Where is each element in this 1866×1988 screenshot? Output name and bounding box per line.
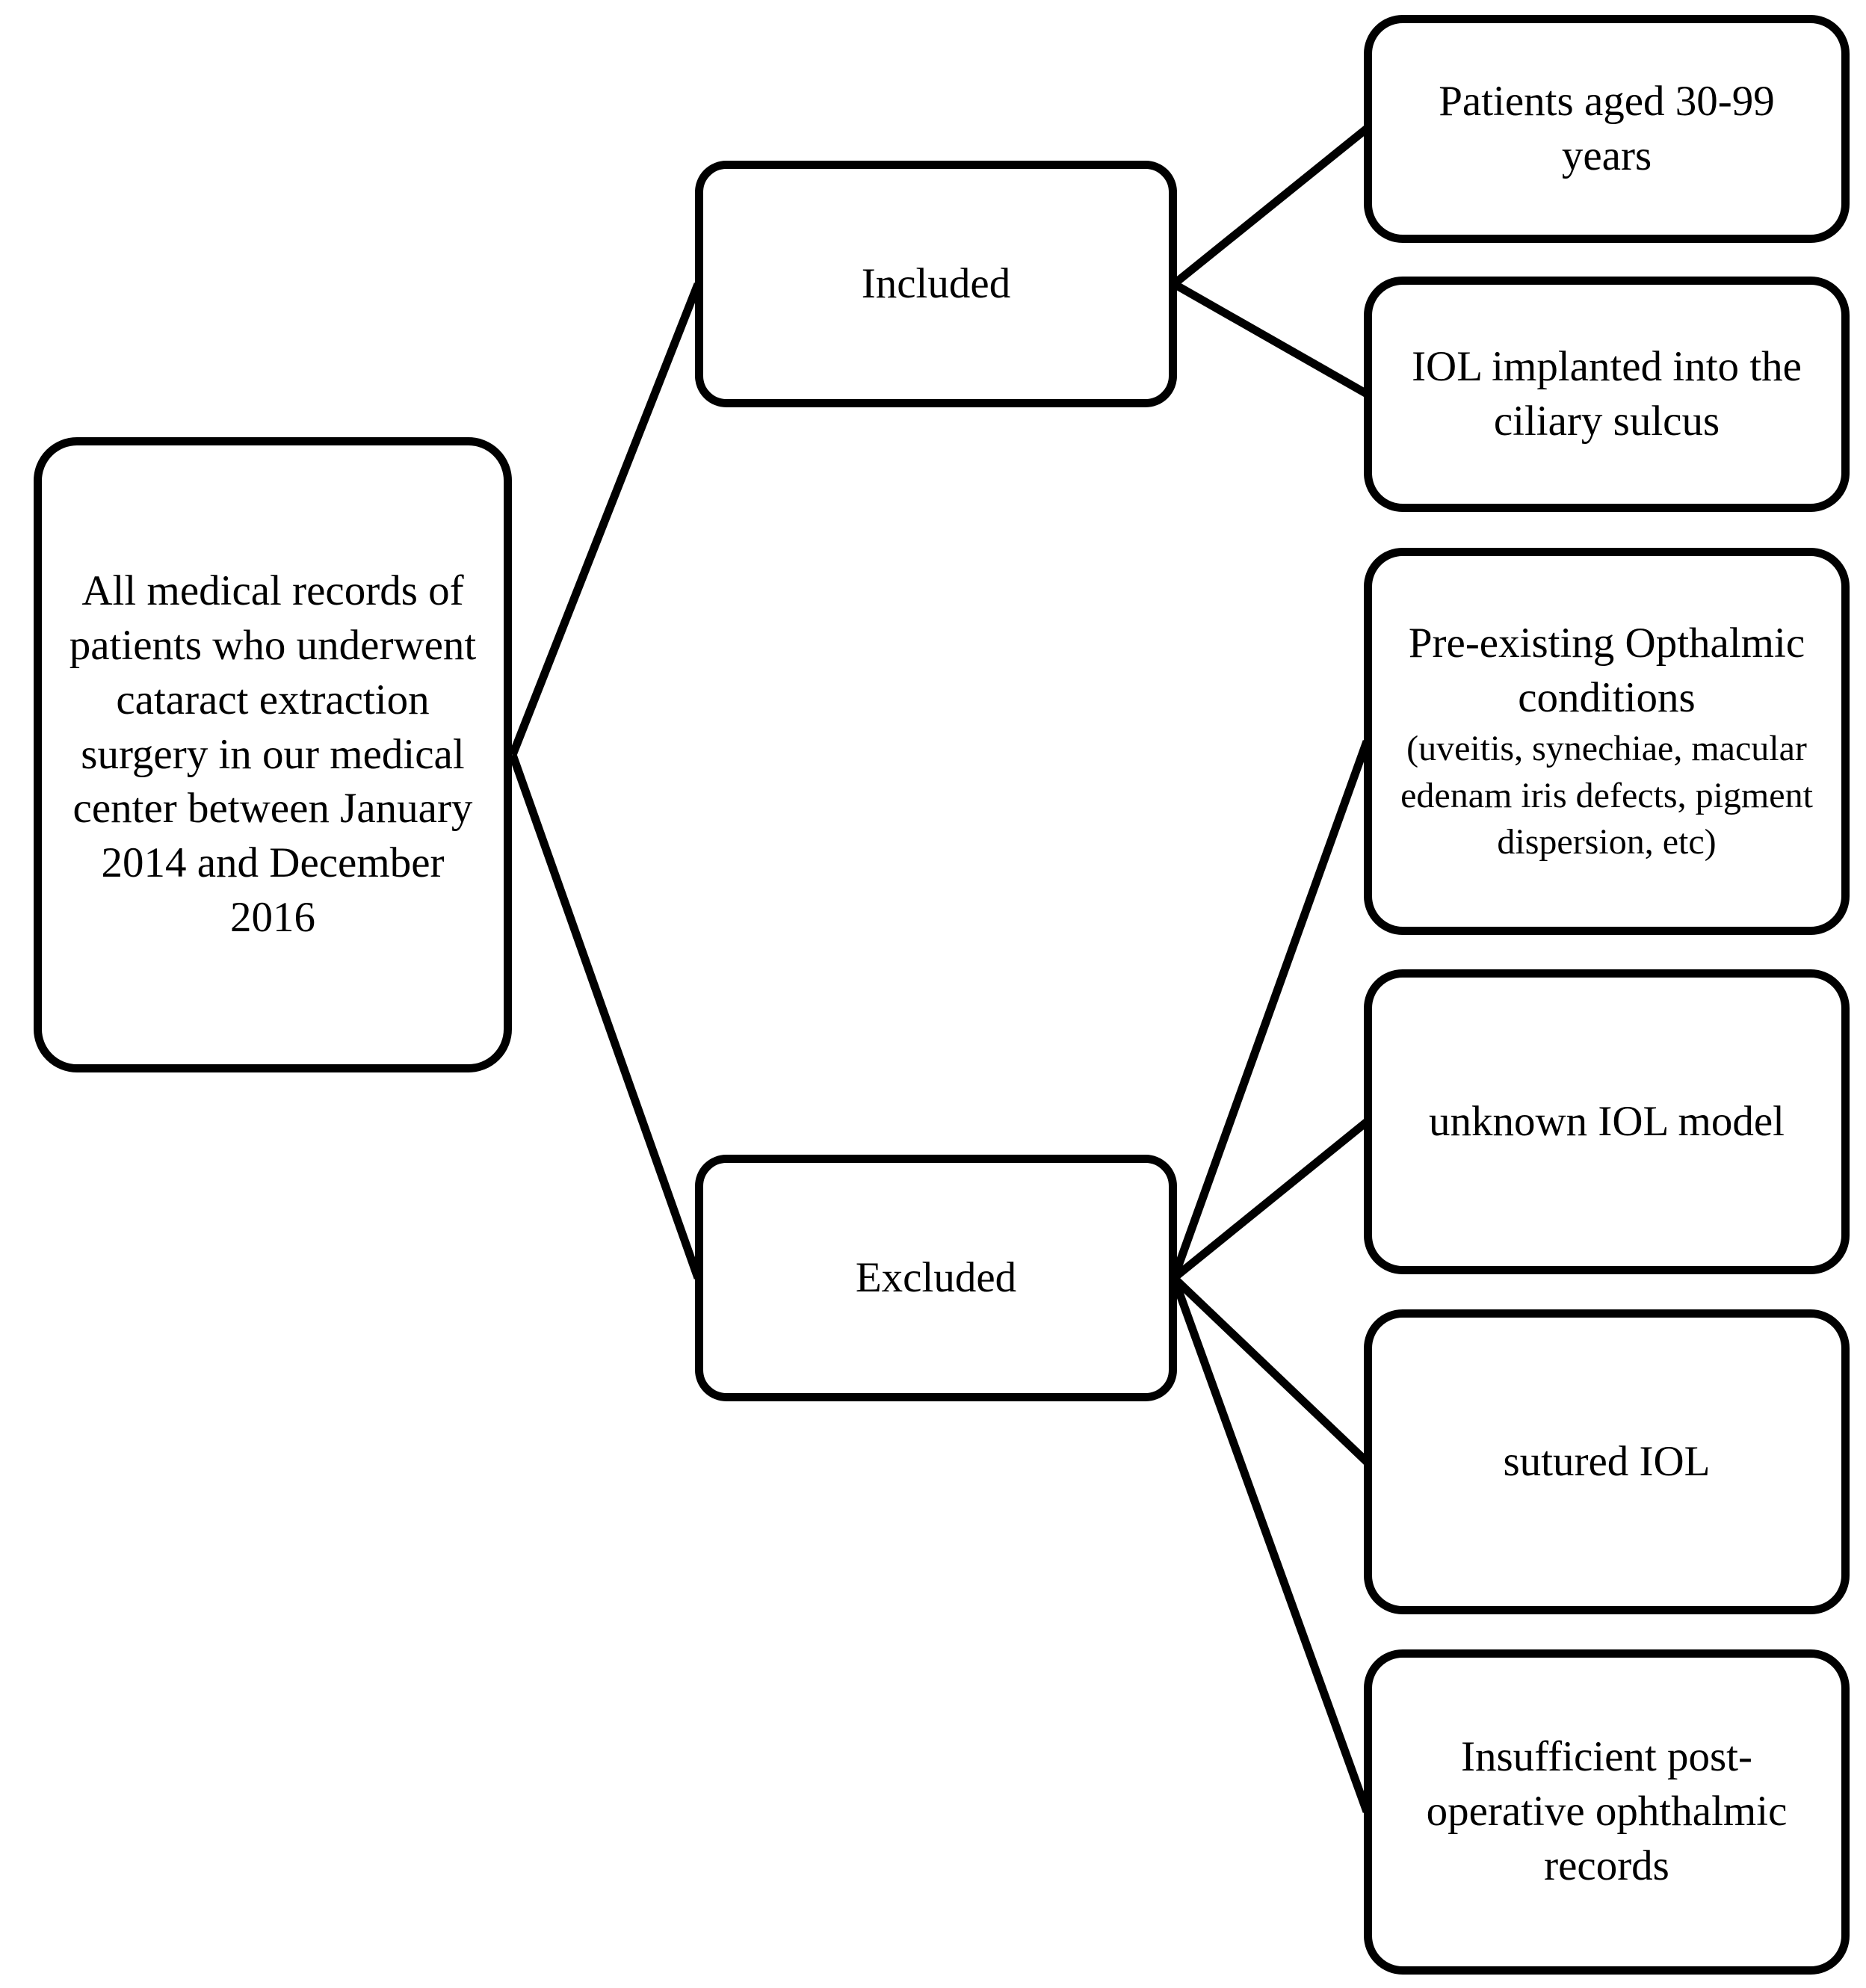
connector-excluded-to-unknown-iol bbox=[1171, 1118, 1370, 1282]
criterion-sutured-iol-label: sutured IOL bbox=[1503, 1437, 1711, 1485]
criterion-box-unknown-iol-model: unknown IOL model bbox=[1364, 969, 1850, 1274]
criterion-preexisting-detail: (uveitis, synechiae, macular edenam iris… bbox=[1400, 729, 1813, 862]
criterion-iol-implanted-label: IOL implanted into the ciliary sulcus bbox=[1412, 342, 1802, 445]
criterion-patients-aged-label: Patients aged 30-99 years bbox=[1439, 77, 1775, 179]
criterion-box-preexisting-conditions: Pre-existing Opthalmic conditions (uveit… bbox=[1364, 548, 1850, 935]
included-box: Included bbox=[695, 161, 1177, 407]
connector-source-to-excluded bbox=[508, 753, 702, 1279]
connector-source-to-included bbox=[508, 282, 702, 757]
criterion-box-patients-aged: Patients aged 30-99 years bbox=[1364, 15, 1850, 243]
criterion-box-insufficient-records: Insufficient post-operative ophthalmic r… bbox=[1364, 1649, 1850, 1975]
included-box-label: Included bbox=[861, 259, 1011, 307]
criterion-box-sutured-iol: sutured IOL bbox=[1364, 1309, 1850, 1614]
connector-included-to-iol-implanted bbox=[1172, 280, 1369, 398]
connector-included-to-patients-aged bbox=[1171, 125, 1370, 288]
source-box-label: All medical records of patients who unde… bbox=[69, 567, 477, 942]
criterion-preexisting-label: Pre-existing Opthalmic conditions bbox=[1408, 620, 1805, 722]
criterion-box-iol-implanted: IOL implanted into the ciliary sulcus bbox=[1364, 277, 1850, 512]
excluded-box-label: Excluded bbox=[855, 1253, 1017, 1301]
connector-excluded-to-sutured-iol bbox=[1171, 1275, 1370, 1465]
connector-excluded-to-preexisting bbox=[1170, 740, 1371, 1279]
criterion-insufficient-records-label: Insufficient post-operative ophthalmic r… bbox=[1426, 1733, 1788, 1889]
criterion-unknown-iol-label: unknown IOL model bbox=[1429, 1097, 1785, 1145]
excluded-box: Excluded bbox=[695, 1155, 1177, 1401]
source-box: All medical records of patients who unde… bbox=[34, 437, 512, 1072]
connector-excluded-to-insufficient-records bbox=[1170, 1277, 1371, 1813]
